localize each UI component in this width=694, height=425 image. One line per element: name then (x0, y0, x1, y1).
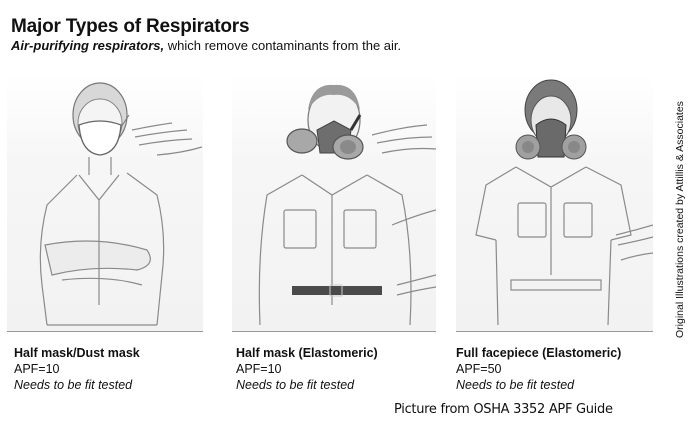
respirator-name: Full facepiece (Elastomeric) (456, 346, 622, 360)
page-subtitle: Air-purifying respirators, which remove … (11, 38, 401, 53)
respirator-caption-dust-mask: Half mask/Dust mask APF=10 Needs to be f… (14, 345, 140, 393)
illustration-credit: Original Illustrations created by Attill… (674, 101, 686, 338)
illustration-panel-dust-mask (7, 75, 203, 332)
respirator-caption-half-mask: Half mask (Elastomeric) APF=10 Needs to … (236, 345, 378, 393)
respirator-apf: APF=10 (236, 362, 282, 376)
respirator-name: Half mask/Dust mask (14, 346, 140, 360)
illustration-panel-half-mask (232, 75, 436, 332)
respirator-apf: APF=10 (14, 362, 60, 376)
respirator-caption-full-facepiece: Full facepiece (Elastomeric) APF=50 Need… (456, 345, 621, 393)
respirator-name: Half mask (Elastomeric) (236, 346, 378, 360)
woman-dust-mask-illustration (39, 82, 203, 326)
man-full-facepiece-illustration (475, 79, 653, 326)
source-caption: Picture from OSHA 3352 APF Guide (394, 402, 613, 417)
respirator-apf: APF=50 (456, 362, 502, 376)
man-half-mask-illustration (258, 84, 436, 326)
respirator-fit-note: Needs to be fit tested (456, 378, 575, 392)
page-title: Major Types of Respirators (11, 16, 250, 37)
subtitle-text: which remove contaminants from the air. (164, 38, 402, 53)
subtitle-emphasis: Air-purifying respirators, (11, 38, 165, 53)
illustration-panel-full-facepiece (456, 75, 653, 332)
respirator-fit-note: Needs to be fit tested (14, 378, 133, 392)
respirator-fit-note: Needs to be fit tested (236, 378, 355, 392)
